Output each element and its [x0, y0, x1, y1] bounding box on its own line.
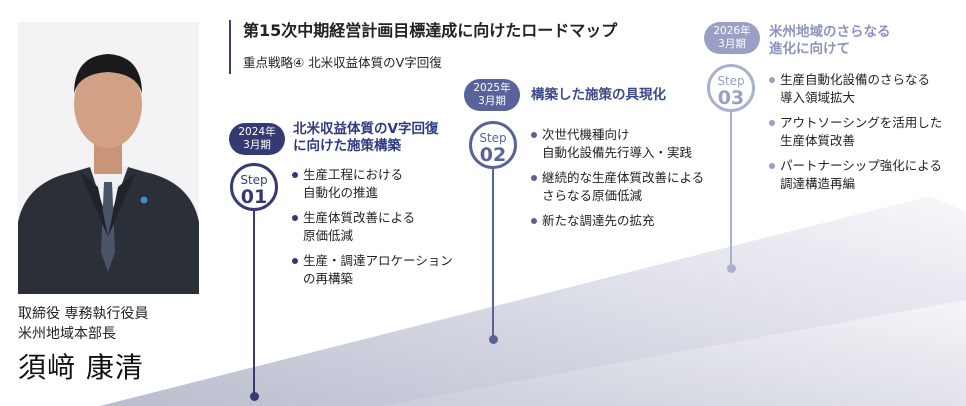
step-02-date-year: 2025年 [473, 82, 511, 94]
bullet-text-line: 自動化設備先行導入・実践 [542, 144, 693, 160]
step-03-stem [730, 112, 732, 267]
bullet-text-line: 自動化の推進 [303, 184, 379, 200]
bullet-text-line: 生産体質改善 [780, 132, 856, 148]
step-03-bullet-list: 生産自動化設備のさらなる導入領域拡大 アウトソーシングを活用した生産体質改善 パ… [768, 71, 942, 200]
bullet-text-line: アウトソーシングを活用した [780, 115, 943, 130]
step-01-stem [253, 211, 255, 395]
step-02-heading: 構築した施策の具現化 [531, 87, 666, 104]
bullet-dot-icon [769, 77, 775, 83]
step-03-label: Step [717, 74, 745, 88]
executive-title-line1: 取締役 専務執行役員 [18, 306, 149, 322]
step-03-heading-line1: 米州地域のさらなる [769, 24, 891, 40]
bullet-text-line: 次世代機種向け [542, 127, 630, 142]
bullet-dot-icon [292, 172, 298, 178]
step-02-number: 02 [479, 144, 507, 166]
bullet-text-line: 生産工程における [303, 167, 404, 182]
roadmap-subtitle: 重点戦略④ 北米収益体質のV字回復 [243, 55, 442, 70]
bullet-text-line: 生産体質改善による [303, 210, 416, 225]
step-01-number: 01 [240, 186, 268, 208]
bullet-text-line: 原価低減 [303, 227, 354, 243]
list-item: アウトソーシングを活用した生産体質改善 [768, 114, 942, 149]
bullet-dot-icon [769, 163, 775, 169]
list-item: 継続的な生産体質改善によるさらなる原価低減 [530, 169, 704, 204]
step-02-stem [492, 169, 494, 338]
step-03-stem-dot [726, 264, 736, 273]
list-item: 生産工程における自動化の推進 [291, 166, 453, 201]
step-03-number: 03 [717, 87, 745, 109]
bullet-dot-icon [292, 215, 298, 221]
bullet-text-line: 調達構造再編 [780, 175, 856, 191]
roadmap-header: 第15次中期経営計画目標達成に向けたロードマップ 重点戦略④ 北米収益体質のV字… [229, 20, 617, 74]
bullet-text-line: 生産・調達アロケーション [303, 253, 453, 268]
bullet-text-line: の再構築 [303, 270, 354, 286]
bullet-dot-icon [531, 175, 537, 181]
step-02-label: Step [479, 131, 507, 145]
step-01-heading: 北米収益体質のV字回復 に向けた施策構築 [293, 121, 438, 155]
bullet-text-line: パートナーシップ強化による [780, 158, 942, 173]
list-item: 次世代機種向け自動化設備先行導入・実践 [530, 126, 704, 161]
bullet-dot-icon [531, 218, 537, 224]
step-03-date-period: 3月期 [718, 38, 746, 50]
step-02-date-period: 3月期 [478, 95, 506, 107]
step-02-heading-line1: 構築した施策の具現化 [531, 87, 666, 103]
step-03-date-year: 2026年 [713, 25, 751, 37]
step-01-stem-dot [249, 392, 259, 401]
step-01-circle: Step 01 [230, 163, 278, 211]
bullet-dot-icon [292, 258, 298, 264]
bullet-dot-icon [769, 120, 775, 126]
list-item: 生産・調達アロケーションの再構築 [291, 252, 453, 287]
step-01-date-year: 2024年 [238, 126, 276, 138]
bullet-text-line: さらなる原価低減 [542, 187, 643, 203]
step-01-heading-line1: 北米収益体質のV字回復 [293, 121, 439, 137]
bullet-text-line: 生産自動化設備のさらなる [780, 72, 931, 87]
bullet-dot-icon [531, 132, 537, 138]
bullet-text-line: 新たな調達先の拡充 [542, 213, 655, 228]
step-01-date-badge: 2024年 3月期 [229, 123, 285, 155]
step-03-date-badge: 2026年 3月期 [704, 22, 760, 54]
step-01-label: Step [240, 173, 268, 187]
step-02-date-badge: 2025年 3月期 [464, 79, 520, 111]
step-02-circle: Step 02 [469, 121, 517, 169]
bullet-text-line: 導入領域拡大 [780, 89, 856, 105]
roadmap-title: 第15次中期経営計画目標達成に向けたロードマップ [243, 21, 618, 40]
list-item: パートナーシップ強化による調達構造再編 [768, 157, 942, 192]
list-item: 新たな調達先の拡充 [530, 212, 704, 230]
bullet-text-line: 継続的な生産体質改善による [542, 170, 705, 185]
step-03-heading-line2: 進化に向けて [769, 41, 850, 57]
step-03-circle: Step 03 [707, 64, 755, 112]
list-item: 生産自動化設備のさらなる導入領域拡大 [768, 71, 942, 106]
step-01-heading-line2: に向けた施策構築 [293, 138, 401, 154]
executive-portrait [18, 22, 199, 294]
step-01-date-period: 3月期 [243, 139, 271, 151]
executive-title-line2: 米州地域本部長 [18, 326, 116, 342]
list-item: 生産体質改善による原価低減 [291, 209, 453, 244]
executive-name: 須﨑 康清 [18, 351, 144, 384]
step-02-stem-dot [488, 335, 498, 344]
executive-info: 取締役 専務執行役員 米州地域本部長 須﨑 康清 [18, 304, 148, 386]
step-01-bullet-list: 生産工程における自動化の推進 生産体質改善による原価低減 生産・調達アロケーショ… [291, 166, 453, 295]
step-02-bullet-list: 次世代機種向け自動化設備先行導入・実践 継続的な生産体質改善によるさらなる原価低… [530, 126, 704, 238]
step-03-heading: 米州地域のさらなる 進化に向けて [769, 24, 891, 58]
